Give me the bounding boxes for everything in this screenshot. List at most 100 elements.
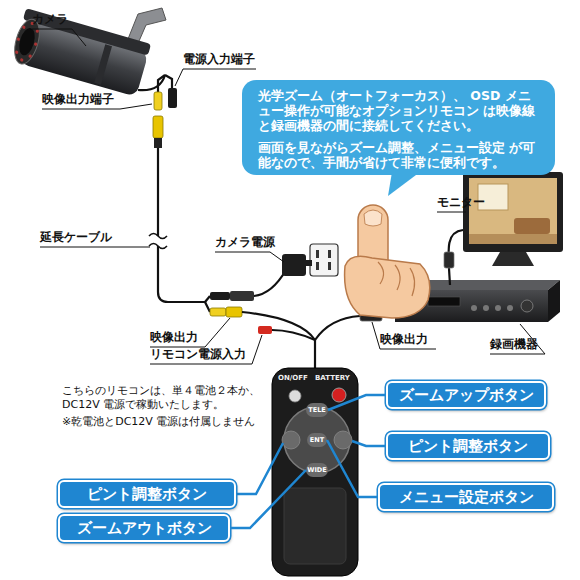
remote-marking: BATTERY xyxy=(315,374,350,382)
bubble-tail xyxy=(388,172,420,196)
node-text: メニュー設定ボタン xyxy=(380,485,552,509)
cable-break-mark xyxy=(149,234,167,249)
node-text: ENT xyxy=(307,433,327,447)
node-text: ピント調整ボタン xyxy=(60,482,234,506)
callout-line xyxy=(352,441,386,446)
part-label: 映像出力端子 xyxy=(42,92,114,108)
outlet-slot xyxy=(316,262,319,270)
remote-marking: ON/OFF xyxy=(278,374,308,382)
leader-line xyxy=(437,212,466,213)
node-text: ズームアウトボタン xyxy=(60,516,228,540)
video-jack xyxy=(153,116,163,138)
callout-line xyxy=(230,470,306,528)
signal-label: 映像出力 xyxy=(380,332,428,348)
button-callout: ピント調整ボタン xyxy=(58,480,236,508)
remote-key: WIDE xyxy=(306,463,328,477)
leader-line xyxy=(175,69,256,86)
remote-key: TELE xyxy=(306,403,328,417)
ir-led xyxy=(20,58,24,62)
speech-bubble: 光学ズーム（オートフォーカス）、 OSD メニュー操作が可能なオプションリモコン… xyxy=(242,80,555,175)
pointing-hand xyxy=(345,205,430,318)
outlet-slot xyxy=(316,250,319,258)
power-input-plug xyxy=(258,326,272,334)
ir-led xyxy=(34,42,38,46)
part-label: 延長ケーブル xyxy=(40,230,112,246)
adapter-prong xyxy=(306,260,312,266)
recorder-dial xyxy=(521,300,533,312)
callout-line xyxy=(328,395,386,410)
video-plug xyxy=(210,308,226,316)
node-text: ピント調整ボタン xyxy=(388,434,548,458)
video-jack xyxy=(226,307,242,317)
finger-nail xyxy=(364,210,382,226)
remote-illustration xyxy=(272,368,358,576)
cable xyxy=(165,75,172,88)
cable xyxy=(205,296,210,302)
note-text: ※乾電池とDC12V 電源は付属しません xyxy=(62,415,277,429)
note-text: こちらのリモコンは、単４電池２本か、 DC12V 電源で稼動いたします。 xyxy=(62,384,277,413)
leader-line xyxy=(215,252,284,262)
cable xyxy=(157,148,159,236)
cable xyxy=(205,302,210,312)
screen-floor xyxy=(469,234,557,244)
outlet-slot xyxy=(328,262,331,270)
part-label: カメラ電源 xyxy=(215,235,275,251)
monitor-frame xyxy=(463,172,563,252)
camera-cable xyxy=(138,75,210,312)
camera-body xyxy=(10,8,151,97)
power-jack xyxy=(230,291,254,301)
bubble-text: 光学ズーム（オートフォーカス）、 OSD メニュー操作が可能なオプションリモコン… xyxy=(258,88,539,133)
recorder-button xyxy=(507,305,513,311)
remote-key: ENT xyxy=(307,433,327,447)
power-adapter xyxy=(282,254,306,276)
signal-label: リモコン電源入力 xyxy=(150,347,246,363)
video-jack-body xyxy=(154,138,162,148)
power-button xyxy=(332,388,346,402)
focus-button xyxy=(334,431,352,449)
recorder-button xyxy=(471,305,477,311)
outlet-slot xyxy=(328,250,331,258)
part-label: モニター xyxy=(437,195,485,211)
ir-led xyxy=(22,25,26,29)
remote-body xyxy=(272,368,358,576)
video-plug xyxy=(154,92,162,110)
ir-led xyxy=(35,29,39,33)
ir-led xyxy=(28,54,32,58)
button-callout: ズームアウトボタン xyxy=(58,514,230,542)
cable xyxy=(272,330,315,340)
monitor-screen xyxy=(469,178,557,244)
cable xyxy=(315,316,360,340)
monitor-stand xyxy=(492,252,534,266)
recorder-button xyxy=(483,305,489,311)
recorder-side xyxy=(548,280,560,322)
camera-illustration xyxy=(10,8,166,97)
node-text: WIDE xyxy=(306,463,328,477)
cable xyxy=(314,340,316,370)
bubble-text: 画面を見ながらズーム調整、メニュー設定 が可能なので、手間が省けて非常に便利です… xyxy=(258,140,539,170)
cable xyxy=(158,246,205,302)
recorder-display xyxy=(428,297,460,306)
leader-line xyxy=(150,318,230,347)
ir-led xyxy=(16,37,20,41)
button-callout: ズームアップボタン xyxy=(386,381,546,409)
node-text: TELE xyxy=(306,403,328,417)
screen-sofa xyxy=(514,218,550,234)
camera-sunshade xyxy=(23,8,151,55)
power-plug xyxy=(168,88,177,108)
camera-lens xyxy=(16,26,37,57)
monitor-illustration xyxy=(444,172,563,285)
leader-line xyxy=(40,247,150,248)
remote-led xyxy=(289,390,301,402)
button-callout: メニュー設定ボタン xyxy=(378,483,554,511)
callout-line xyxy=(236,443,283,494)
fist xyxy=(345,256,430,318)
cable xyxy=(158,75,165,92)
button-callout: ピント調整ボタン xyxy=(386,432,550,460)
cable xyxy=(242,312,315,340)
part-label: 電源入力端子 xyxy=(183,52,255,68)
node-text: ズームアップボタン xyxy=(388,383,544,407)
part-label: カメラ xyxy=(32,12,68,28)
